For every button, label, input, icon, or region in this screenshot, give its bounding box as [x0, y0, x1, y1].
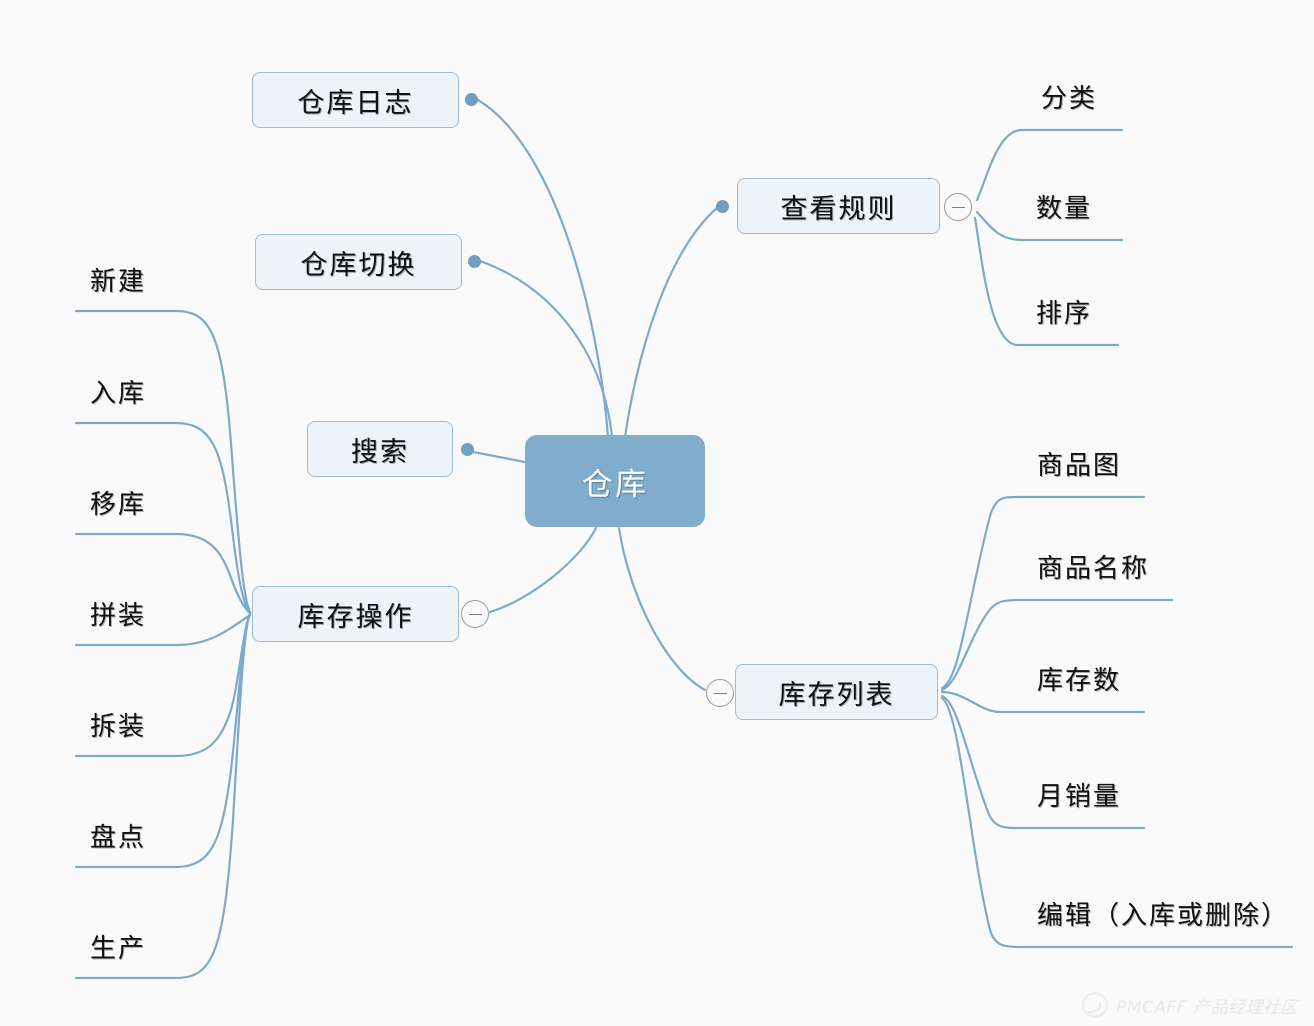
node-warehouse-switch[interactable]: 仓库切换: [255, 234, 462, 290]
minus-icon: [468, 613, 482, 615]
leaf-inventory-list-1[interactable]: 商品名称: [1037, 548, 1149, 585]
leaf-label: 拼装: [90, 601, 147, 631]
leaf-label: 编辑（入库或删除）: [1037, 901, 1290, 931]
connector-dot-view-rules: [716, 200, 729, 213]
collapse-toggle-inventory-list[interactable]: [706, 679, 734, 707]
leaf-label: 移库: [90, 490, 147, 520]
leaf-inventory-operation-1[interactable]: 入库: [90, 373, 146, 410]
leaf-inventory-list-4[interactable]: 编辑（入库或删除）: [1037, 895, 1289, 932]
root-node-label: 仓库: [582, 466, 648, 503]
leaf-label: 月销量: [1037, 782, 1122, 812]
watermark-label: PMCAFF 产品经理社区: [1116, 997, 1298, 1018]
leaf-view-rules-2[interactable]: 排序: [1036, 293, 1092, 330]
collapse-toggle-inventory-operation[interactable]: [461, 600, 489, 628]
leaf-label: 盘点: [90, 823, 147, 853]
edge-root-view-rules: [623, 205, 720, 439]
node-warehouse-log-label: 仓库日志: [297, 87, 414, 119]
edge-inv-op-new: [74, 309, 252, 614]
leaf-inventory-operation-5[interactable]: 盘点: [90, 817, 146, 854]
leaf-inventory-operation-3[interactable]: 拼装: [90, 595, 146, 632]
edge-root-inventory-list: [617, 526, 707, 692]
node-inventory-list[interactable]: 库存列表: [735, 664, 938, 720]
leaf-label: 商品图: [1037, 451, 1122, 481]
leaf-inventory-list-2[interactable]: 库存数: [1037, 660, 1121, 697]
node-warehouse-switch-label: 仓库切换: [300, 249, 417, 281]
leaf-label: 数量: [1036, 194, 1093, 224]
edge-root-inventory-operation: [488, 526, 598, 614]
leaf-inventory-operation-2[interactable]: 移库: [90, 484, 146, 521]
leaf-view-rules-1[interactable]: 数量: [1036, 188, 1092, 225]
edge-inv-op-production: [74, 612, 252, 980]
leaf-label: 排序: [1036, 299, 1093, 329]
collapse-toggle-view-rules[interactable]: [944, 193, 972, 221]
leaf-label: 库存数: [1037, 666, 1122, 696]
connector-dot-warehouse-switch: [468, 255, 481, 268]
root-node[interactable]: 仓库: [525, 435, 705, 527]
edge-root-search: [471, 450, 527, 464]
leaf-label: 新建: [90, 267, 147, 297]
leaf-inventory-operation-6[interactable]: 生产: [90, 928, 146, 965]
connector-dot-warehouse-log: [465, 93, 478, 106]
node-inventory-operation[interactable]: 库存操作: [252, 586, 459, 642]
edge-root-warehouse-switch: [478, 259, 614, 439]
leaf-label: 拆装: [90, 712, 147, 742]
watermark: PMCAFF 产品经理社区: [1082, 992, 1298, 1018]
node-view-rules[interactable]: 查看规则: [737, 178, 940, 234]
leaf-label: 商品名称: [1037, 554, 1150, 584]
leaf-inventory-list-0[interactable]: 商品图: [1037, 445, 1121, 482]
leaf-label: 分类: [1041, 84, 1098, 114]
leaf-inventory-operation-4[interactable]: 拆装: [90, 706, 146, 743]
minus-icon: [951, 206, 965, 208]
node-warehouse-log[interactable]: 仓库日志: [252, 72, 459, 128]
edge-root-warehouse-log: [476, 98, 610, 439]
node-search[interactable]: 搜索: [307, 421, 453, 477]
node-search-label: 搜索: [351, 436, 409, 468]
node-inventory-operation-label: 库存操作: [297, 601, 414, 633]
leaf-inventory-list-3[interactable]: 月销量: [1037, 776, 1121, 813]
connector-dot-search: [461, 443, 474, 456]
leaf-inventory-operation-0[interactable]: 新建: [90, 261, 146, 298]
pmcaff-logo-icon: [1082, 992, 1109, 1018]
node-inventory-list-label: 库存列表: [778, 679, 895, 711]
leaf-label: 入库: [90, 379, 147, 409]
node-view-rules-label: 查看规则: [780, 193, 897, 225]
minus-icon: [713, 692, 727, 694]
leaf-label: 生产: [90, 934, 147, 964]
leaf-view-rules-0[interactable]: 分类: [1041, 78, 1097, 115]
